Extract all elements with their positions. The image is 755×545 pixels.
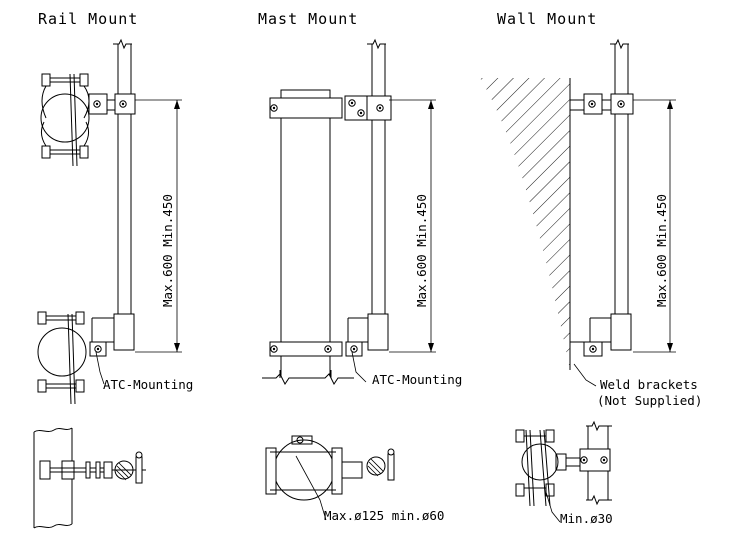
rail-clamp-detail (33, 427, 146, 529)
mast-atc-mounting-label: ATC-Mounting (372, 372, 462, 387)
wall-height-dimension: Max.600 Min.450 (654, 194, 669, 307)
mast-height-dimension: Max.600 Min.450 (414, 194, 429, 307)
rail-height-dimension: Max.600 Min.450 (160, 194, 175, 307)
weld-brackets-label: Weld brackets (600, 377, 698, 392)
wall-bracket-detail: Min.ø30 (515, 420, 613, 526)
rail-mount-view: Max.600 Min.450 ATC-Mounting (37, 38, 193, 405)
title-wall-mount: Wall Mount (497, 10, 597, 28)
mast-clamp-detail: Max.ø125 min.ø60 (265, 435, 444, 523)
rail-lower-clamp (37, 311, 135, 405)
min-diameter-label: Min.ø30 (560, 511, 613, 526)
wall-mount-view: Max.600 Min.450 Weld brackets (Not Suppl… (480, 38, 702, 408)
clamp-range-label: Max.ø125 min.ø60 (324, 508, 444, 523)
mast-mount-view: Max.600 Min.450 ATC-Mounting (262, 38, 462, 387)
not-supplied-label: (Not Supplied) (597, 393, 702, 408)
wall-hatch (480, 78, 570, 370)
rail-upper-clamp (40, 73, 136, 167)
rail-atc-mounting-label: ATC-Mounting (103, 377, 193, 392)
title-mast-mount: Mast Mount (258, 10, 358, 28)
title-rail-mount: Rail Mount (38, 10, 138, 28)
